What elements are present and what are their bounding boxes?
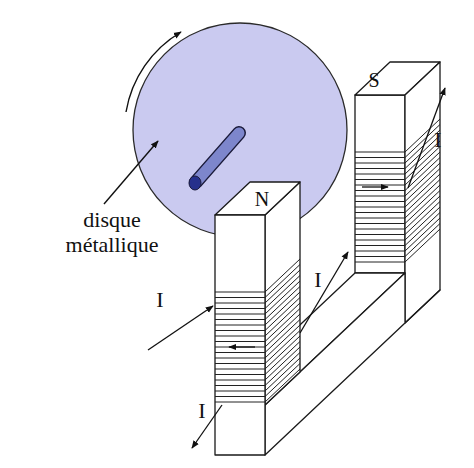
wire-link (300, 252, 348, 333)
current-arrow (362, 186, 388, 187)
winding (215, 308, 265, 309)
metal-disc (133, 23, 347, 237)
winding (355, 190, 405, 191)
winding (215, 319, 265, 320)
winding (355, 240, 405, 241)
front-pillar-front (215, 215, 265, 455)
winding (265, 364, 300, 397)
winding (215, 363, 265, 364)
pole-label: N (255, 188, 269, 211)
winding (265, 369, 300, 402)
winding (215, 402, 265, 403)
winding (355, 168, 405, 169)
current-label: I (314, 267, 321, 292)
part-label: disque métallique (53, 207, 171, 258)
winding (215, 396, 265, 397)
winding (215, 369, 265, 370)
current-label: I (434, 127, 441, 152)
front-coil (215, 259, 300, 402)
winding (355, 157, 405, 158)
winding (405, 224, 440, 257)
winding (355, 163, 405, 164)
back-pillar-side (405, 62, 440, 323)
winding (355, 256, 405, 257)
wire-out (192, 405, 222, 448)
winding (215, 325, 265, 326)
winding (215, 303, 265, 304)
winding (355, 245, 405, 246)
winding (405, 229, 440, 262)
winding (215, 330, 265, 331)
winding (215, 385, 265, 386)
rotation-arrow (126, 32, 181, 112)
front-pillar-side (265, 182, 300, 405)
current-label: I (198, 398, 205, 423)
axle (196, 133, 239, 182)
winding (215, 352, 265, 353)
winding (355, 174, 405, 175)
pole-label: S (368, 69, 379, 92)
back-pillar-front (355, 95, 405, 273)
axle-end (189, 176, 201, 190)
winding (215, 391, 265, 392)
winding (215, 292, 265, 293)
winding (355, 212, 405, 213)
current-label: I (156, 287, 163, 312)
winding (355, 251, 405, 252)
winding (355, 152, 405, 153)
back-coil (355, 119, 440, 262)
winding (215, 347, 265, 348)
winding (355, 207, 405, 208)
leader-arrow (104, 141, 158, 204)
current-arrow (229, 346, 255, 347)
winding (215, 380, 265, 381)
winding (215, 336, 265, 337)
winding (355, 262, 405, 263)
winding (355, 234, 405, 235)
axle-outline (196, 133, 239, 182)
winding (355, 185, 405, 186)
wire-in (148, 306, 213, 350)
winding (215, 374, 265, 375)
winding (355, 223, 405, 224)
winding (355, 179, 405, 180)
front-pillar-top (215, 182, 300, 215)
winding (355, 229, 405, 230)
winding (215, 297, 265, 298)
winding (215, 341, 265, 342)
winding (355, 196, 405, 197)
winding (355, 201, 405, 202)
winding (355, 218, 405, 219)
winding (215, 358, 265, 359)
winding (215, 314, 265, 315)
wire-out (408, 88, 445, 188)
